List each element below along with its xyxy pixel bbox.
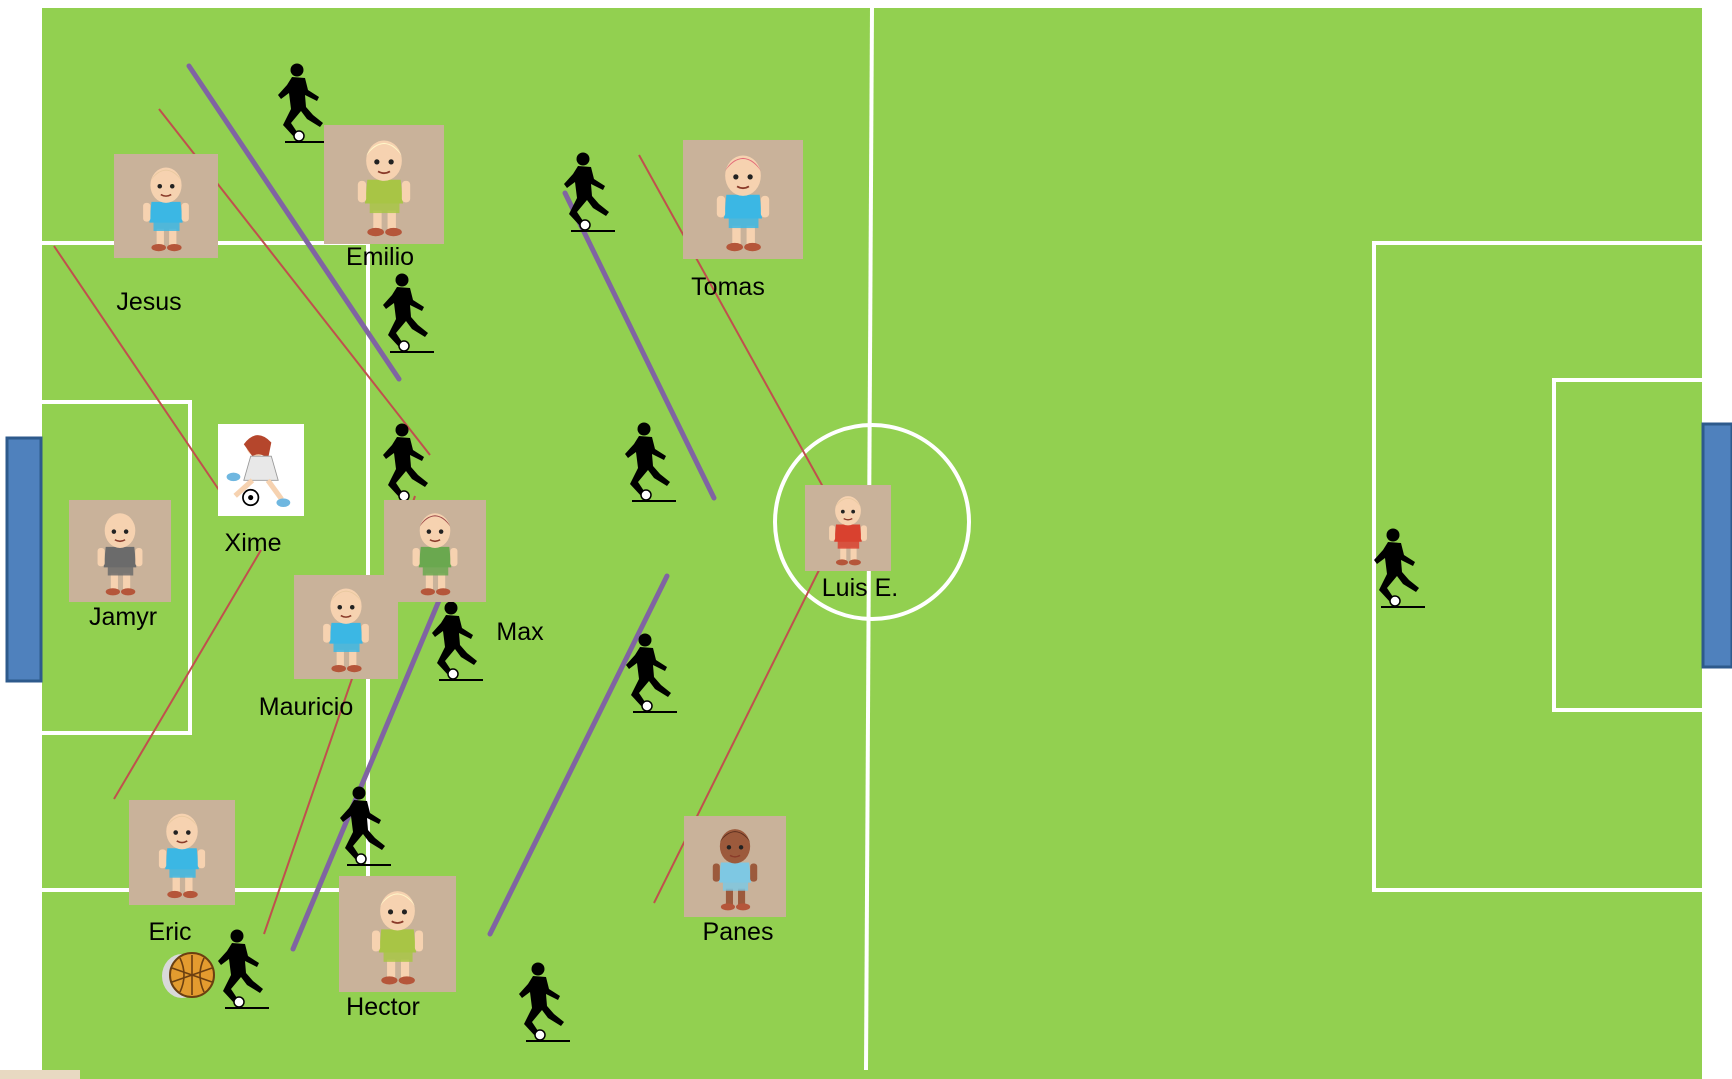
- left-goal-area: [42, 400, 192, 735]
- purple-line: [487, 573, 670, 937]
- corner-fragment: [0, 1070, 80, 1079]
- right-goal-area: [1552, 378, 1702, 712]
- right-penalty-area: [1372, 241, 1702, 892]
- player-avatar: [97, 513, 143, 596]
- player-card-jesus: [114, 154, 218, 258]
- red-line: [638, 154, 849, 533]
- purple-line: [186, 63, 402, 382]
- player-card-max: [384, 500, 486, 602]
- player-avatar: [716, 155, 770, 252]
- purple-line: [562, 190, 717, 501]
- player-name-luis: Luis E.: [821, 574, 899, 602]
- player-name-mauricio: Mauricio: [258, 693, 354, 721]
- player-card-eric: [129, 800, 235, 905]
- player-name-hector: Hector: [346, 993, 420, 1021]
- player-name-emilio: Emilio: [345, 243, 415, 271]
- player-avatar: [143, 167, 189, 252]
- player-name-jesus: Jesus: [116, 288, 182, 316]
- player-avatar: [412, 513, 458, 596]
- player-name-tomas: Tomas: [691, 273, 765, 301]
- player-card-emilio: [324, 125, 444, 244]
- player-card-panes: [684, 816, 786, 917]
- left-goal-icon: [5, 436, 43, 683]
- player-card-mauricio: [294, 575, 398, 679]
- soccer-ball-icon: [158, 950, 218, 1000]
- player-name-jamyr: Jamyr: [88, 603, 158, 631]
- center-circle: [773, 423, 971, 621]
- red-line: [113, 549, 262, 800]
- player-card-tomas: [683, 140, 803, 259]
- player-avatar: [371, 891, 424, 985]
- player-card-xime: [218, 424, 304, 516]
- player-name-xime: Xime: [224, 529, 282, 557]
- player-card-jamyr: [69, 500, 171, 602]
- right-goal-icon: [1701, 422, 1732, 669]
- player-avatar: [323, 588, 369, 673]
- player-name-panes: Panes: [702, 918, 774, 946]
- player-name-max: Max: [496, 618, 544, 646]
- player-card-luis: [805, 485, 891, 571]
- red-line: [53, 245, 222, 494]
- player-avatar: [357, 140, 411, 237]
- player-avatar: [829, 496, 867, 566]
- player-avatar: [158, 813, 206, 899]
- player-name-eric: Eric: [148, 918, 192, 946]
- player-card-hector: [339, 876, 456, 992]
- purple-marking-lines: [186, 63, 717, 952]
- red-line: [653, 555, 827, 904]
- kicking-girl-clipart: [218, 427, 304, 513]
- player-avatar: [712, 829, 758, 911]
